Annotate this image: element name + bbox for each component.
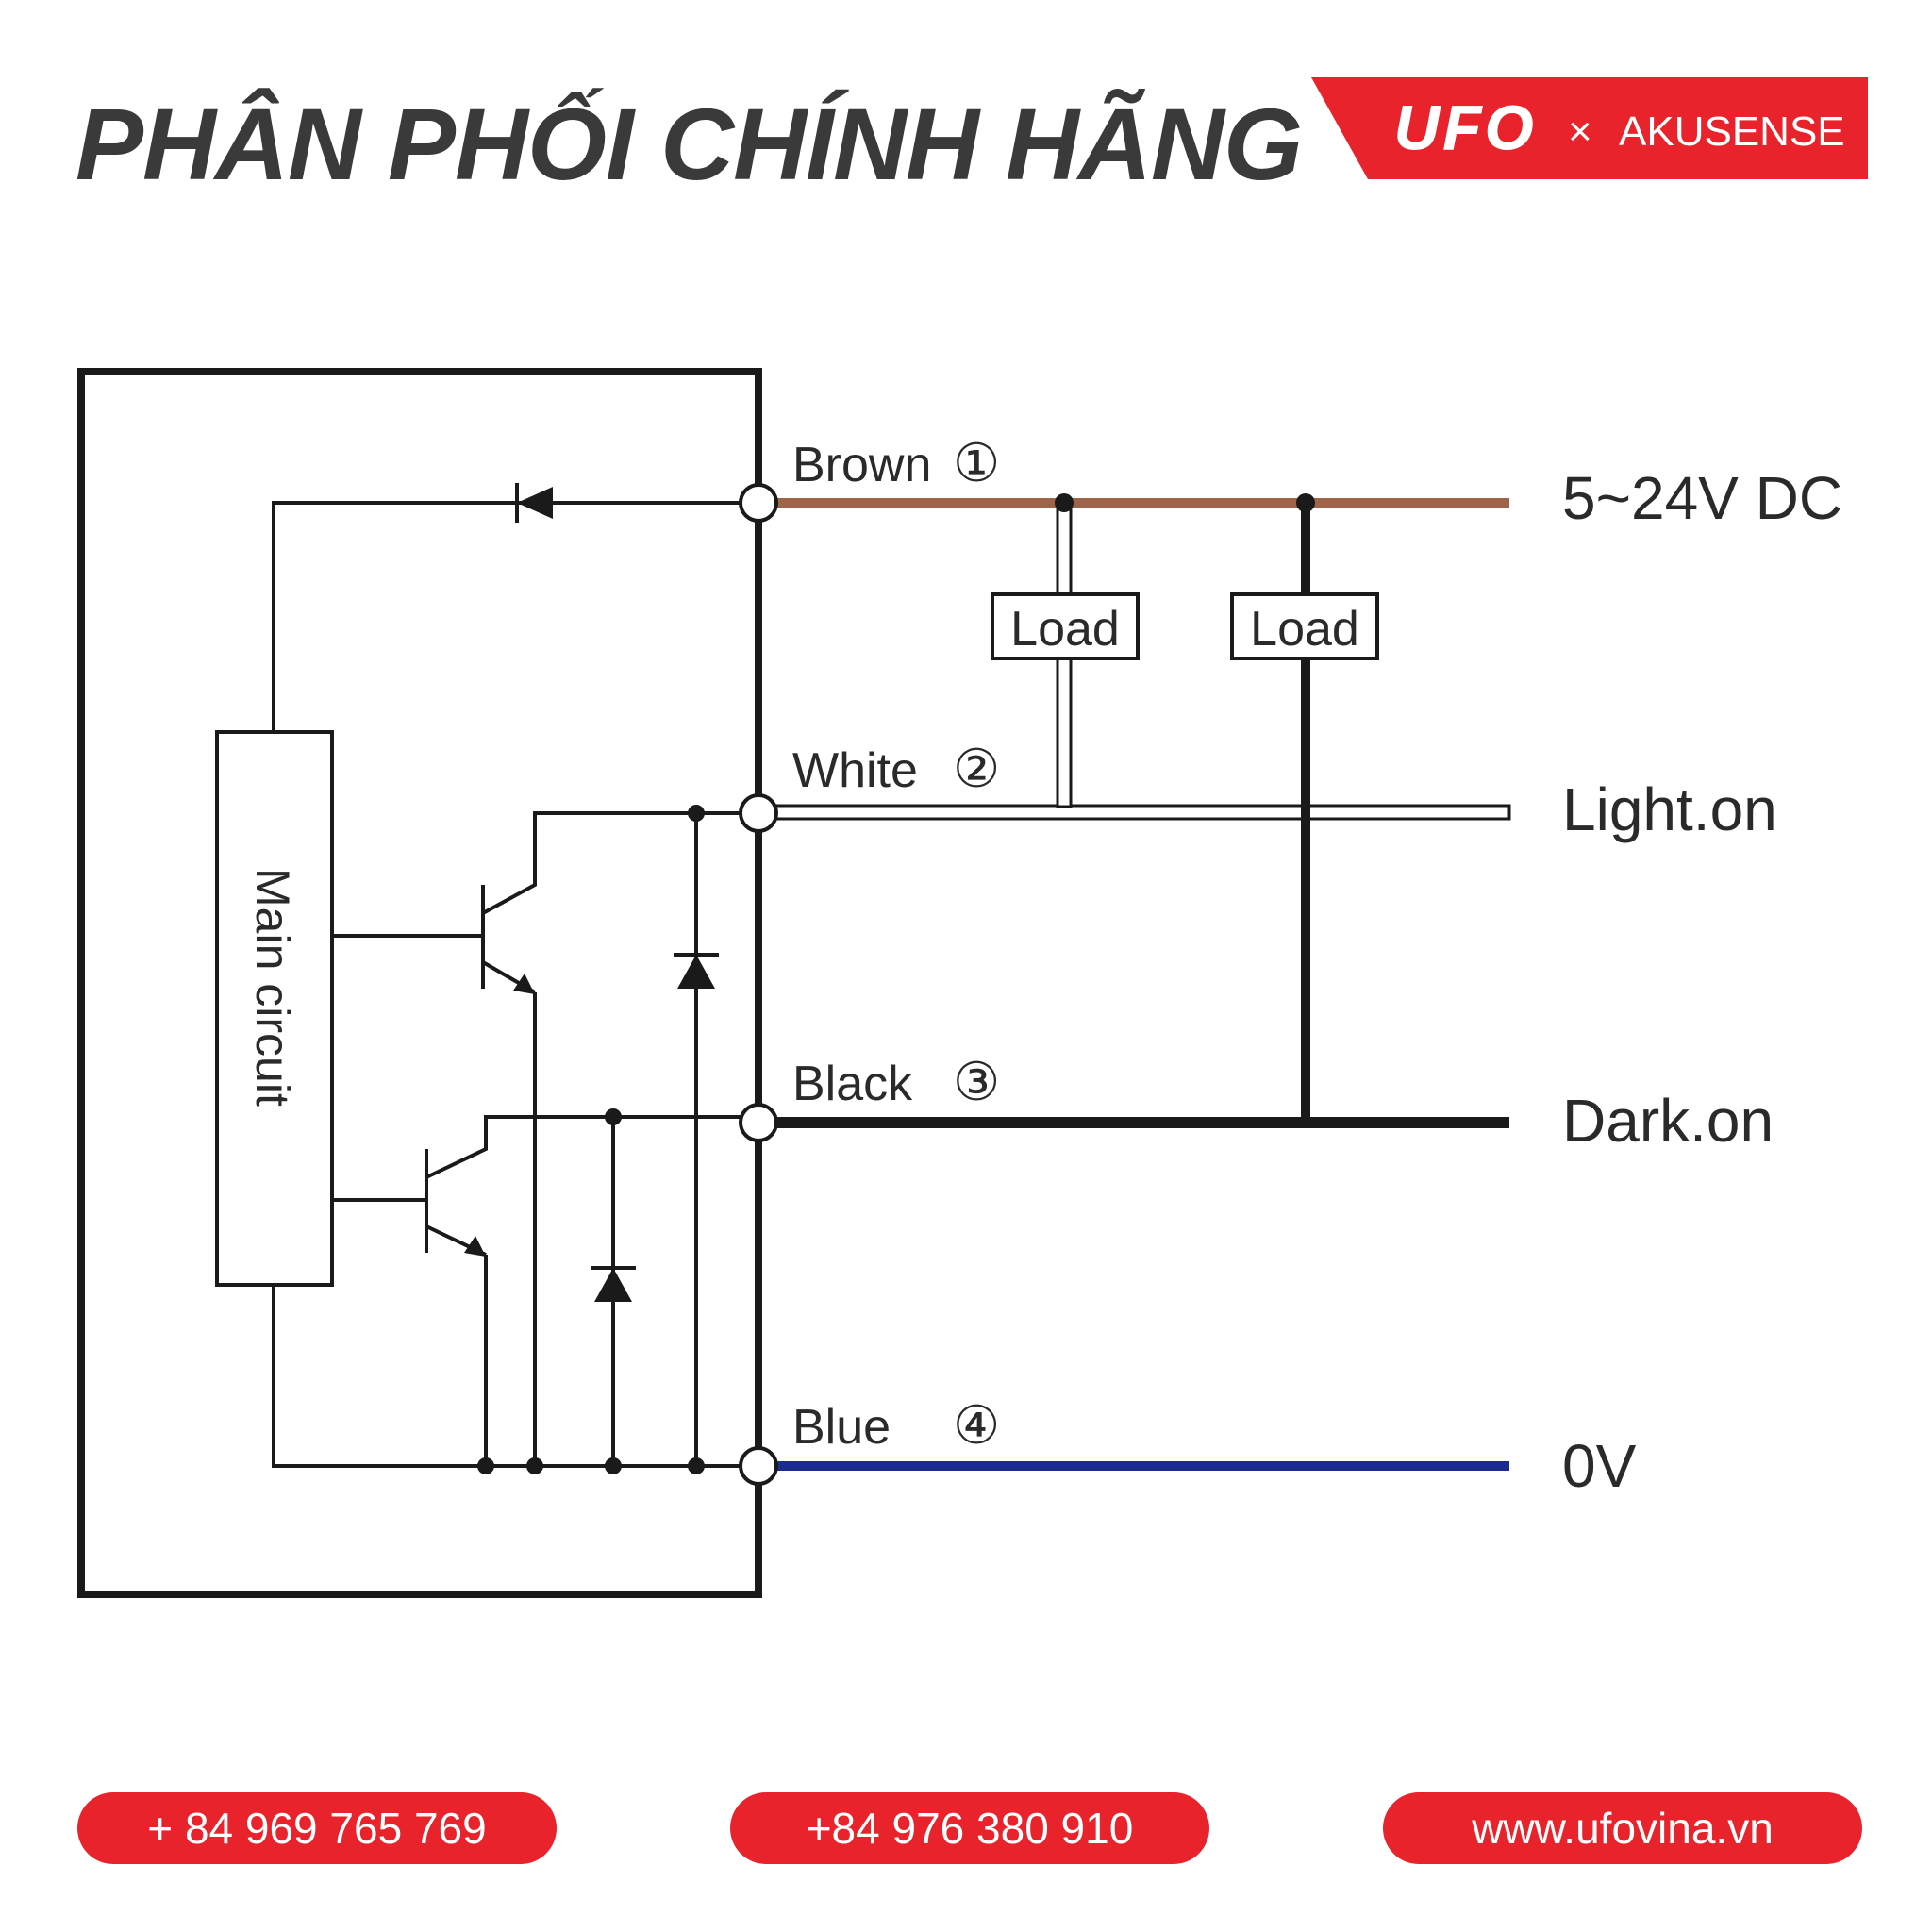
signal-label-dark-on: Dark.on bbox=[1562, 1087, 1774, 1155]
brand-separator: × bbox=[1568, 108, 1592, 155]
brand-banner-bg bbox=[1311, 77, 1868, 179]
signal-label-supply: 5~24V DC bbox=[1562, 464, 1842, 532]
sensor-housing bbox=[77, 368, 762, 1598]
website-link: www.ufovina.vn bbox=[1472, 1804, 1774, 1853]
load-black-branch: Load bbox=[1230, 493, 1379, 1123]
brand-partner: AKUSENSE bbox=[1619, 108, 1845, 155]
wire-number-white: ② bbox=[953, 739, 1000, 798]
terminal-2 bbox=[739, 793, 778, 833]
phone-pill-1[interactable]: + 84 969 765 769 bbox=[77, 1792, 557, 1864]
terminals bbox=[739, 483, 778, 1486]
headline: PHÂN PHỐI CHÍNH HÃNG bbox=[75, 87, 1303, 201]
wire-number-black: ③ bbox=[953, 1052, 1000, 1111]
load-white-branch: Load bbox=[991, 493, 1140, 808]
terminal-4 bbox=[739, 1446, 778, 1486]
phone-number-2: +84 976 380 910 bbox=[806, 1804, 1134, 1853]
terminal-3 bbox=[739, 1103, 778, 1142]
brand-banner: UFO × AKUSENSE bbox=[1311, 77, 1868, 179]
clamp-diode-black-icon bbox=[591, 1117, 636, 1466]
website-pill[interactable]: www.ufovina.vn bbox=[1383, 1792, 1862, 1864]
wire-number-brown: ① bbox=[953, 433, 1000, 492]
signal-label-light-on: Light.on bbox=[1562, 775, 1777, 843]
wire-number-blue: ④ bbox=[953, 1395, 1000, 1455]
load-label-1: Load bbox=[1010, 602, 1120, 657]
signal-label-0v: 0V bbox=[1562, 1432, 1637, 1500]
phone-number-1: + 84 969 765 769 bbox=[147, 1804, 487, 1853]
wire-label-black: Black bbox=[792, 1057, 913, 1111]
brand-logo-text: UFO bbox=[1394, 92, 1537, 162]
ufo-logo-icon: UFO bbox=[1394, 92, 1537, 163]
ground-line bbox=[272, 1285, 747, 1468]
load-box-1 bbox=[991, 592, 1140, 660]
wire-label-brown: Brown bbox=[792, 438, 931, 492]
wire-white bbox=[753, 804, 1511, 821]
wire-label-white: White bbox=[792, 743, 918, 798]
transistor-black-emitter-icon bbox=[464, 1236, 486, 1257]
clamp-diode-white-icon bbox=[674, 813, 719, 1466]
transistor-black-icon bbox=[332, 1115, 747, 1466]
phone-pill-2[interactable]: +84 976 380 910 bbox=[730, 1792, 1209, 1864]
load-box-2 bbox=[1230, 592, 1379, 660]
main-circuit-block bbox=[215, 730, 334, 1287]
junction-dots bbox=[477, 805, 705, 1474]
wire-label-blue: Blue bbox=[792, 1400, 891, 1455]
terminal-1 bbox=[739, 483, 778, 523]
load-label-2: Load bbox=[1250, 602, 1359, 657]
transistor-white-icon bbox=[332, 811, 747, 1466]
protection-diode-icon bbox=[515, 483, 553, 523]
main-circuit-label: Main circuit bbox=[246, 868, 299, 1107]
supply-line bbox=[272, 501, 747, 732]
transistor-white-emitter-icon bbox=[513, 974, 535, 994]
